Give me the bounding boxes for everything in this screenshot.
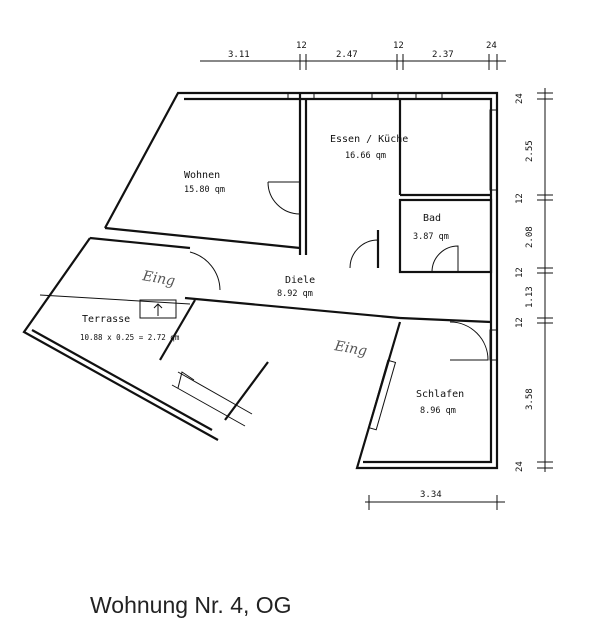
dim-right-8: 3.58 bbox=[525, 388, 535, 410]
dim-top-6: 24 bbox=[486, 41, 497, 51]
walls bbox=[22, 91, 499, 470]
room-essen-name: Essen / Küche bbox=[330, 134, 408, 145]
dim-top-4: 12 bbox=[393, 41, 404, 51]
dim-bottom-1: 3.34 bbox=[420, 490, 442, 500]
entrance-annotation-2: Eing bbox=[332, 338, 368, 360]
dim-top-3: 2.47 bbox=[336, 50, 358, 60]
dim-right-1: 24 bbox=[515, 93, 525, 104]
dim-right-9: 24 bbox=[515, 461, 525, 472]
room-essen-area: 16.66 qm bbox=[345, 151, 386, 161]
room-terrasse-name: Terrasse bbox=[82, 314, 130, 325]
room-wohnen-name: Wohnen bbox=[184, 170, 220, 181]
room-diele-name: Diele bbox=[285, 275, 315, 286]
dim-top-5: 2.37 bbox=[432, 50, 454, 60]
room-diele-area: 8.92 qm bbox=[277, 289, 313, 299]
room-bad-name: Bad bbox=[423, 213, 441, 224]
doors bbox=[189, 181, 489, 361]
dim-right-7: 12 bbox=[515, 317, 525, 328]
entrance-annotation-1: Eing bbox=[140, 268, 176, 290]
room-schlafen-name: Schlafen bbox=[416, 389, 464, 400]
dim-right-5: 12 bbox=[515, 267, 525, 278]
room-schlafen-area: 8.96 qm bbox=[420, 406, 456, 416]
room-terrasse-area: 10.88 x 0.25 = 2.72 qm bbox=[80, 333, 180, 342]
dim-right-3: 12 bbox=[515, 193, 525, 204]
room-bad-area: 3.87 qm bbox=[413, 232, 449, 242]
dimension-lines bbox=[200, 54, 553, 510]
floor-plan-caption: Wohnung Nr. 4, OG bbox=[90, 592, 292, 618]
dim-right: 24 2.55 12 2.08 12 1.13 12 3.58 24 bbox=[515, 93, 535, 472]
room-wohnen-area: 15.80 qm bbox=[184, 185, 225, 195]
dim-top-1: 3.11 bbox=[228, 50, 250, 60]
windows bbox=[287, 92, 498, 431]
stairs-icon bbox=[139, 299, 253, 427]
dim-right-2: 2.55 bbox=[525, 140, 535, 162]
dim-right-4: 2.08 bbox=[525, 226, 535, 248]
dim-right-6: 1.13 bbox=[525, 286, 535, 308]
dim-top-2: 12 bbox=[296, 41, 307, 51]
